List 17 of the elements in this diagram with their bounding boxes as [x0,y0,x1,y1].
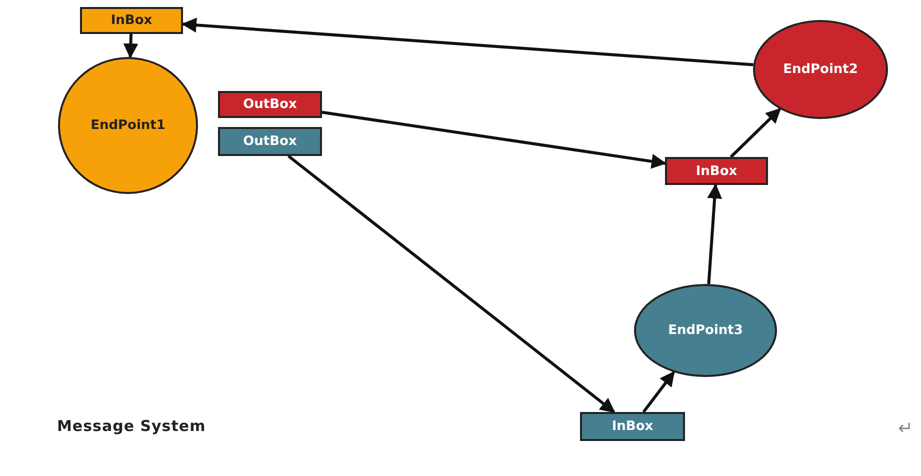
mailbox-box: InBox [80,7,183,34]
mailbox-box: InBox [580,412,685,441]
return-mark: ↵ [898,418,914,439]
mailbox-box: InBox [665,157,768,185]
arrow [730,108,782,158]
arrow [707,184,722,284]
arrow [288,154,616,414]
endpoint-circle: EndPoint3 [634,284,777,377]
mailbox-box: OutBox [218,91,322,118]
mailbox-box: OutBox [218,127,322,156]
arrow [123,34,138,59]
endpoint-circle: EndPoint1 [58,57,198,194]
endpoint-circle: EndPoint2 [753,20,888,119]
arrow [182,18,754,66]
arrow [322,110,666,169]
diagram-title: Message System [57,417,206,435]
arrow [642,371,675,413]
